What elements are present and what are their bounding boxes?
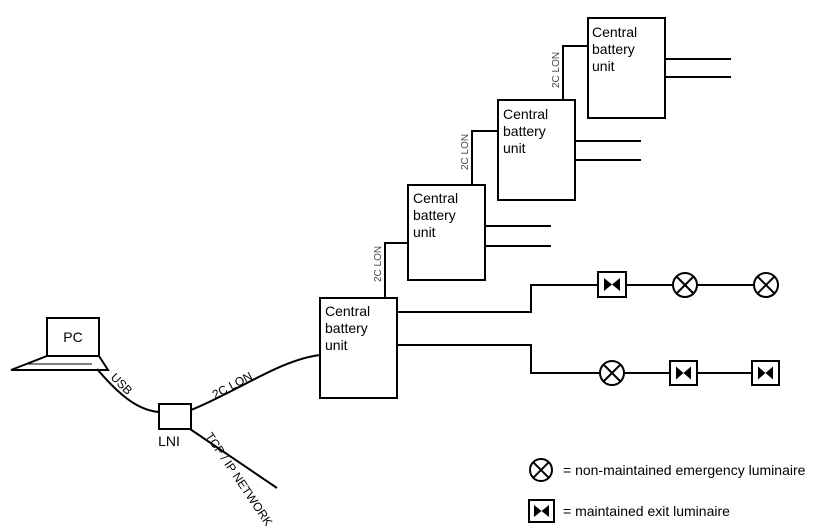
central-battery-unit-3-label: Central battery unit — [503, 106, 552, 156]
legend-emergency-label: = non-maintained emergency luminaire — [563, 462, 806, 478]
central-battery-unit-3 — [497, 99, 576, 201]
central-battery-unit-2 — [407, 184, 486, 281]
lni-box — [158, 403, 192, 430]
emergency-luminaire-icon — [672, 272, 698, 298]
exit-luminaire-icon — [751, 360, 780, 386]
legend: = non-maintained emergency luminaire = m… — [528, 458, 806, 523]
central-battery-unit-1 — [319, 297, 398, 399]
central-battery-unit-4 — [587, 17, 666, 119]
central-battery-unit-4-label: Central battery unit — [592, 24, 641, 74]
lon-link-3 — [562, 45, 588, 100]
pc-label: PC — [63, 329, 82, 345]
emergency-luminaire-icon — [753, 272, 779, 298]
lni-lon-label: 2C LON — [210, 369, 255, 402]
legend-emergency-luminaire-icon — [529, 458, 553, 482]
lni-lon-cable — [190, 354, 321, 411]
exit-luminaire-icon — [669, 360, 698, 386]
laptop-base — [10, 355, 110, 371]
lon-link-2 — [471, 130, 498, 185]
central-battery-unit-2-label: Central battery unit — [413, 190, 462, 240]
usb-label: USB — [108, 370, 135, 397]
lon-link-1-label: 2C LON — [373, 246, 384, 282]
lon-link-3-label: 2C LON — [551, 52, 562, 88]
laptop-icon — [10, 317, 110, 371]
central-battery-unit-1-label: Central battery unit — [325, 303, 374, 353]
usb-cable — [96, 368, 160, 413]
emergency-luminaire-icon — [599, 360, 625, 386]
circuit-1-wire — [397, 284, 598, 313]
circuit-2-wire — [397, 344, 599, 374]
lon-link-2-label: 2C LON — [460, 134, 471, 170]
exit-luminaire-icon — [597, 271, 627, 298]
tcp-ip-line — [189, 428, 278, 489]
lon-link-1 — [384, 242, 408, 298]
legend-exit-luminaire-icon — [528, 499, 555, 523]
lni-label: LNI — [158, 433, 180, 449]
legend-exit-label: = maintained exit luminaire — [563, 503, 730, 519]
